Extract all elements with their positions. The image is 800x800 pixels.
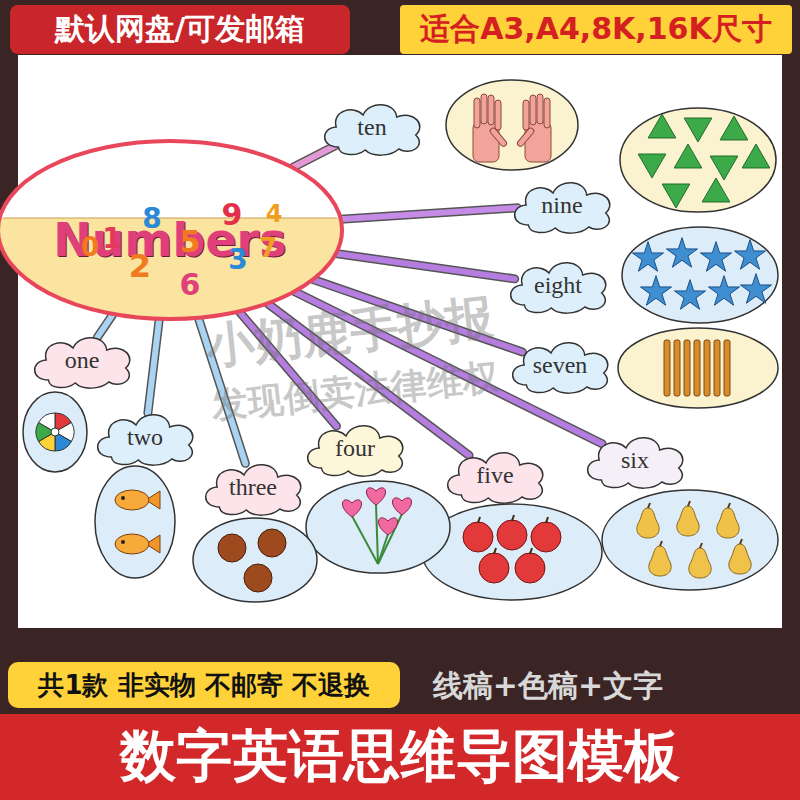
ribbon-outline xyxy=(148,320,159,413)
title-band xyxy=(0,714,800,800)
note-pill: 共1款 非实物 不邮寄 不退换 xyxy=(8,662,400,708)
pears-picture xyxy=(637,501,751,578)
cloud-node: two xyxy=(89,407,201,467)
branch-connector xyxy=(340,208,517,219)
digit: 1 xyxy=(102,222,121,255)
top-banner: 默认网盘/可发邮箱 xyxy=(10,5,350,54)
digit: 2 xyxy=(129,247,151,285)
digit: 4 xyxy=(266,200,283,228)
cloud-node: one xyxy=(26,330,138,390)
number-word: ten xyxy=(357,114,386,141)
central-oval: Numbers xyxy=(0,138,345,322)
stars-picture xyxy=(632,238,771,310)
note-text: 线稿+色稿+文字 xyxy=(433,666,663,707)
ribbon-outline xyxy=(295,292,602,444)
branch-connector xyxy=(293,144,339,168)
digit: 7 xyxy=(259,233,277,263)
fish-picture xyxy=(115,490,160,554)
branch-connector xyxy=(97,315,112,337)
banner-text: 适合A3,A4,8K,16K尺寸 xyxy=(420,9,772,50)
page-title: 数字英语思维导图模板 xyxy=(0,714,800,800)
digit: 5 xyxy=(180,224,201,259)
hearts-picture xyxy=(342,488,411,564)
triangles-picture xyxy=(638,114,770,208)
digit: 9 xyxy=(222,197,243,232)
branch-connector xyxy=(148,320,159,413)
picture-oval xyxy=(306,481,450,573)
board xyxy=(18,55,782,628)
picture-oval xyxy=(23,392,87,472)
cloud-node: five xyxy=(439,445,551,505)
number-word: nine xyxy=(541,192,582,219)
picture-oval xyxy=(446,80,578,170)
watermark: 发现倒卖法律维权 xyxy=(209,353,501,432)
cloud-node: six xyxy=(579,430,691,490)
digit: 8 xyxy=(142,202,161,235)
cloud-node: ten xyxy=(316,97,428,157)
picture-oval xyxy=(618,328,778,408)
picture-oval xyxy=(95,466,175,578)
ribbon-outline xyxy=(97,315,112,337)
number-word: two xyxy=(127,424,163,451)
digit: 6 xyxy=(180,267,201,302)
size-banner: 适合A3,A4,8K,16K尺寸 xyxy=(400,5,792,54)
branch-connector xyxy=(199,319,246,463)
beach-ball-picture xyxy=(36,413,74,451)
branch-connector xyxy=(240,312,337,426)
balls-picture xyxy=(218,529,286,592)
branch-connector xyxy=(295,292,602,444)
cloud-node: four xyxy=(299,418,411,478)
hands-picture xyxy=(473,94,551,162)
ribbon-outline xyxy=(340,208,517,219)
number-word: six xyxy=(621,447,649,474)
picture-oval xyxy=(193,518,317,602)
cloud-node: seven xyxy=(504,335,616,395)
ribbon-outline xyxy=(336,253,515,278)
picture-oval xyxy=(620,108,776,212)
cloud-node: nine xyxy=(506,175,618,235)
digit: 0 xyxy=(81,232,99,262)
banner-text: 默认网盘/可发邮箱 xyxy=(55,9,306,50)
banner-text: 共1款 非实物 不邮寄 不退换 xyxy=(38,668,369,703)
number-word: one xyxy=(65,347,100,374)
ribbon-outline xyxy=(293,144,339,168)
number-word: four xyxy=(335,435,375,462)
branch-connector xyxy=(336,253,515,278)
digit: 3 xyxy=(228,243,247,276)
ribbon-outline xyxy=(240,312,337,426)
number-word: three xyxy=(229,474,277,501)
number-word: eight xyxy=(534,272,582,299)
sticks-picture xyxy=(664,340,730,396)
number-word: seven xyxy=(533,352,588,379)
picture-oval xyxy=(622,227,778,323)
ribbon-outline xyxy=(199,319,246,463)
number-word: five xyxy=(476,462,513,489)
cloud-node: eight xyxy=(502,255,614,315)
picture-oval xyxy=(602,490,778,590)
cloud-node: three xyxy=(197,457,309,517)
apples-picture xyxy=(463,515,561,583)
